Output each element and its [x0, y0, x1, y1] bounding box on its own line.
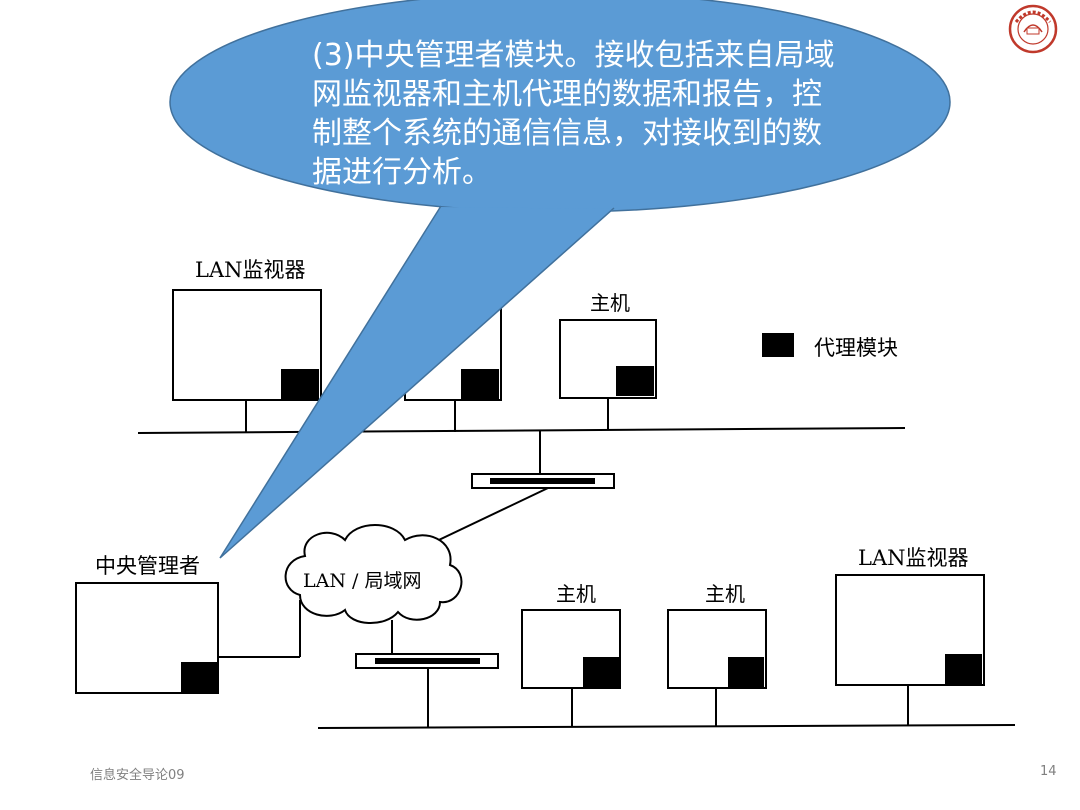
university-logo-icon [1008, 4, 1058, 54]
agent-module-square [583, 657, 619, 687]
agent-module-square [945, 654, 982, 684]
callout-line-2: 网监视器和主机代理的数据和报告，控 [312, 77, 822, 112]
top-lan-monitor-label: LAN监视器 [195, 258, 306, 282]
page-number: 14 [1040, 764, 1057, 779]
top-host-label: 主机 [590, 291, 630, 315]
bottom-host-label-2: 主机 [705, 582, 745, 606]
cloud-label: LAN / 局域网 [303, 570, 422, 592]
callout-line-1: (3)中央管理者模块。接收包括来自局域 [312, 38, 835, 73]
bottom-lan-monitor-label: LAN监视器 [858, 546, 969, 570]
bottom-lan-bus [317, 724, 1016, 729]
lan-cloud [284, 524, 463, 625]
legend-square [762, 333, 794, 357]
callout-text: (3)中央管理者模块。接收包括来自局域 网监视器和主机代理的数据和报告，控 制整… [312, 36, 942, 192]
footer-course: 信息安全导论09 [90, 768, 185, 783]
agent-module-square [461, 369, 499, 399]
callout-line-3: 制整个系统的通信信息，对接收到的数 [312, 116, 822, 151]
bottom-router-bar [375, 658, 480, 664]
legend-agent-label: 代理模块 [814, 336, 898, 360]
agent-module-square [281, 369, 319, 399]
agent-module-square [616, 366, 654, 396]
agent-module-square [728, 657, 764, 687]
callout-line-4: 据进行分析。 [312, 155, 492, 190]
top-lan-bus [137, 427, 906, 434]
central-manager-label: 中央管理者 [95, 554, 200, 578]
top-router-bar [490, 478, 595, 484]
bottom-host-label-1: 主机 [556, 582, 596, 606]
agent-module-square [181, 662, 217, 692]
